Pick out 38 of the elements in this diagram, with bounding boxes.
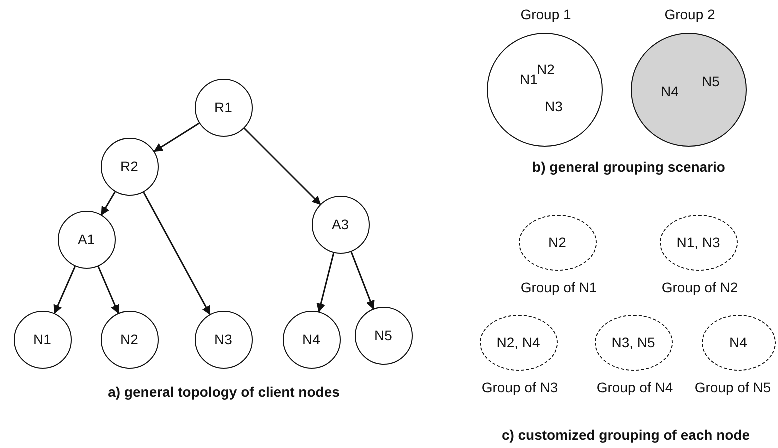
arrow bbox=[98, 266, 120, 314]
node-label: N3, N5 bbox=[612, 334, 656, 350]
panel-caption: a) general topology of client nodes bbox=[108, 384, 340, 400]
group-caption: Group of N1 bbox=[520, 280, 598, 296]
node-label: N4 bbox=[730, 334, 748, 350]
node-label: N2 bbox=[120, 332, 138, 348]
node-label: N1 bbox=[520, 72, 538, 88]
group-caption: Group of N3 bbox=[482, 380, 558, 396]
node-label: N2 bbox=[537, 62, 555, 78]
node-label: R1 bbox=[214, 100, 232, 116]
node-label: A1 bbox=[78, 232, 96, 248]
node-label: N1, N3 bbox=[676, 234, 720, 250]
arrow bbox=[244, 128, 322, 206]
node-label: N2, N4 bbox=[496, 334, 540, 350]
arrow bbox=[143, 192, 211, 316]
arrow bbox=[54, 266, 76, 314]
node-label: N4 bbox=[661, 84, 679, 100]
panel-caption: c) customized grouping of each node bbox=[502, 427, 750, 443]
group-heading: Group 2 bbox=[664, 7, 716, 23]
panel-caption: b) general grouping scenario bbox=[532, 159, 726, 175]
node-label: N2 bbox=[548, 234, 566, 250]
node-label: A3 bbox=[332, 216, 350, 232]
group-caption: Group of N2 bbox=[662, 280, 738, 296]
node-label: N5 bbox=[702, 74, 720, 90]
network-node-circle bbox=[195, 79, 253, 137]
group-caption: Group of N4 bbox=[596, 380, 674, 396]
node-label: N5 bbox=[374, 328, 392, 344]
node-label: R2 bbox=[120, 158, 138, 174]
node-label: N1 bbox=[34, 332, 52, 348]
arrow bbox=[350, 252, 375, 310]
group-caption: Group of N5 bbox=[694, 380, 772, 396]
node-label: N3 bbox=[545, 99, 563, 115]
group-heading: Group 1 bbox=[520, 7, 572, 23]
arrow bbox=[316, 252, 335, 313]
arrow bbox=[101, 192, 116, 216]
node-label: N4 bbox=[302, 332, 320, 348]
arrow bbox=[154, 122, 200, 152]
node-label: N3 bbox=[214, 332, 232, 348]
